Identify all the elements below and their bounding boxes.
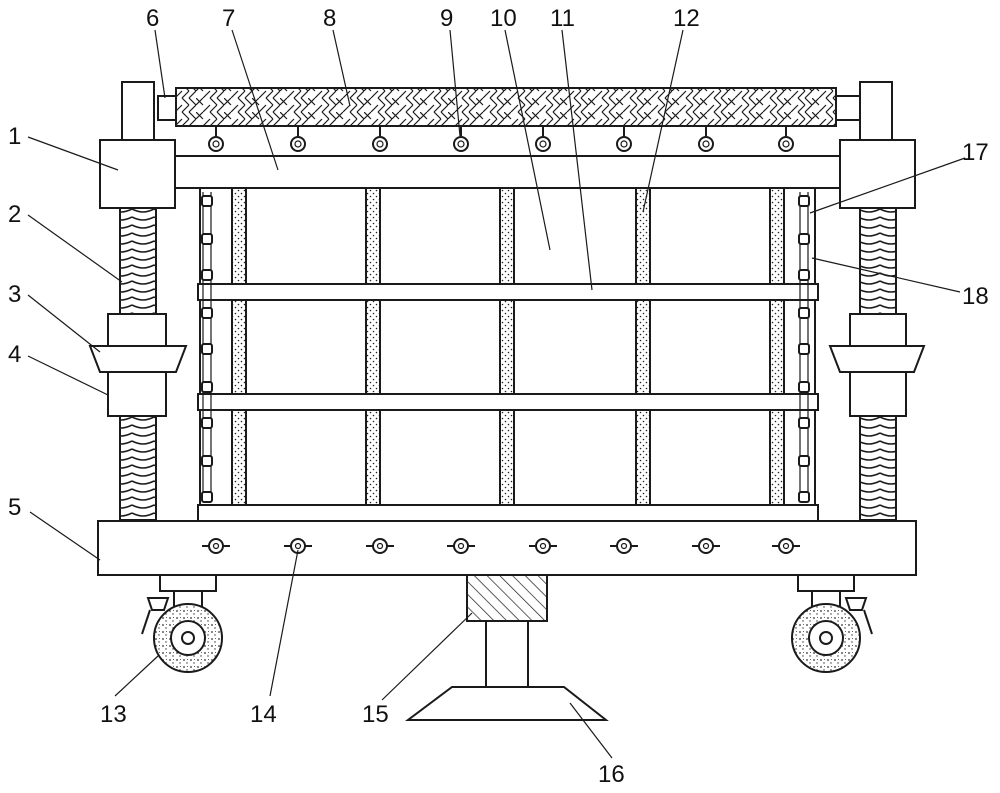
nozzle (778, 126, 794, 152)
bolt (529, 538, 557, 554)
label-16: 16 (598, 761, 625, 788)
bolt (692, 538, 720, 554)
bolt (366, 538, 394, 554)
bolt (447, 538, 475, 554)
label-15: 15 (362, 701, 389, 728)
jack-column (485, 620, 529, 688)
rib (499, 187, 515, 509)
spray-pipe (175, 87, 837, 127)
caster-wheel-right (791, 574, 873, 673)
adjusting-nut-left (88, 313, 188, 417)
nozzle (290, 126, 306, 152)
leader-lines (27, 29, 966, 759)
jack-block (466, 574, 548, 622)
label-14: 14 (250, 701, 277, 728)
chain-left (201, 192, 213, 503)
sleeve-block-right (839, 139, 916, 209)
nozzle (372, 126, 388, 152)
foot-plate (405, 686, 609, 721)
post-top-right (859, 81, 893, 143)
pipe-connector-right (835, 95, 861, 121)
label-6: 6 (146, 5, 159, 32)
nozzle (535, 126, 551, 152)
vertical-ribs (231, 187, 785, 509)
label-13: 13 (100, 701, 127, 728)
label-12: 12 (673, 5, 700, 32)
label-18: 18 (962, 283, 989, 310)
bolt (284, 538, 312, 554)
post-top-left (121, 81, 155, 143)
label-9: 9 (440, 5, 453, 32)
rib (769, 187, 785, 509)
label-17: 17 (962, 139, 989, 166)
horizontal-bar (197, 393, 819, 411)
horizontal-bar (197, 283, 819, 301)
caster-wheel-left (141, 574, 223, 673)
sleeve-block-left (99, 139, 176, 209)
nozzle (698, 126, 714, 152)
nozzle (208, 126, 224, 152)
label-5: 5 (8, 494, 21, 521)
label-2: 2 (8, 201, 21, 228)
nozzle-row (208, 126, 794, 152)
adjusting-nut-right (828, 313, 926, 417)
bolt (772, 538, 800, 554)
label-11: 11 (550, 5, 575, 32)
horizontal-bar (197, 504, 819, 522)
rib (231, 187, 247, 509)
nozzle (616, 126, 632, 152)
rib (635, 187, 651, 509)
bolt (202, 538, 230, 554)
nozzle (453, 126, 469, 152)
label-3: 3 (8, 281, 21, 308)
callout-labels: 1 2 3 4 5 6 7 8 9 10 11 12 17 18 13 14 1… (8, 5, 989, 788)
bolt (610, 538, 638, 554)
chain-right (798, 192, 810, 503)
label-4: 4 (8, 341, 21, 368)
label-8: 8 (323, 5, 336, 32)
rib (365, 187, 381, 509)
label-7: 7 (222, 5, 235, 32)
label-1: 1 (8, 123, 21, 150)
label-10: 10 (490, 5, 517, 32)
bolt-row (202, 538, 800, 554)
